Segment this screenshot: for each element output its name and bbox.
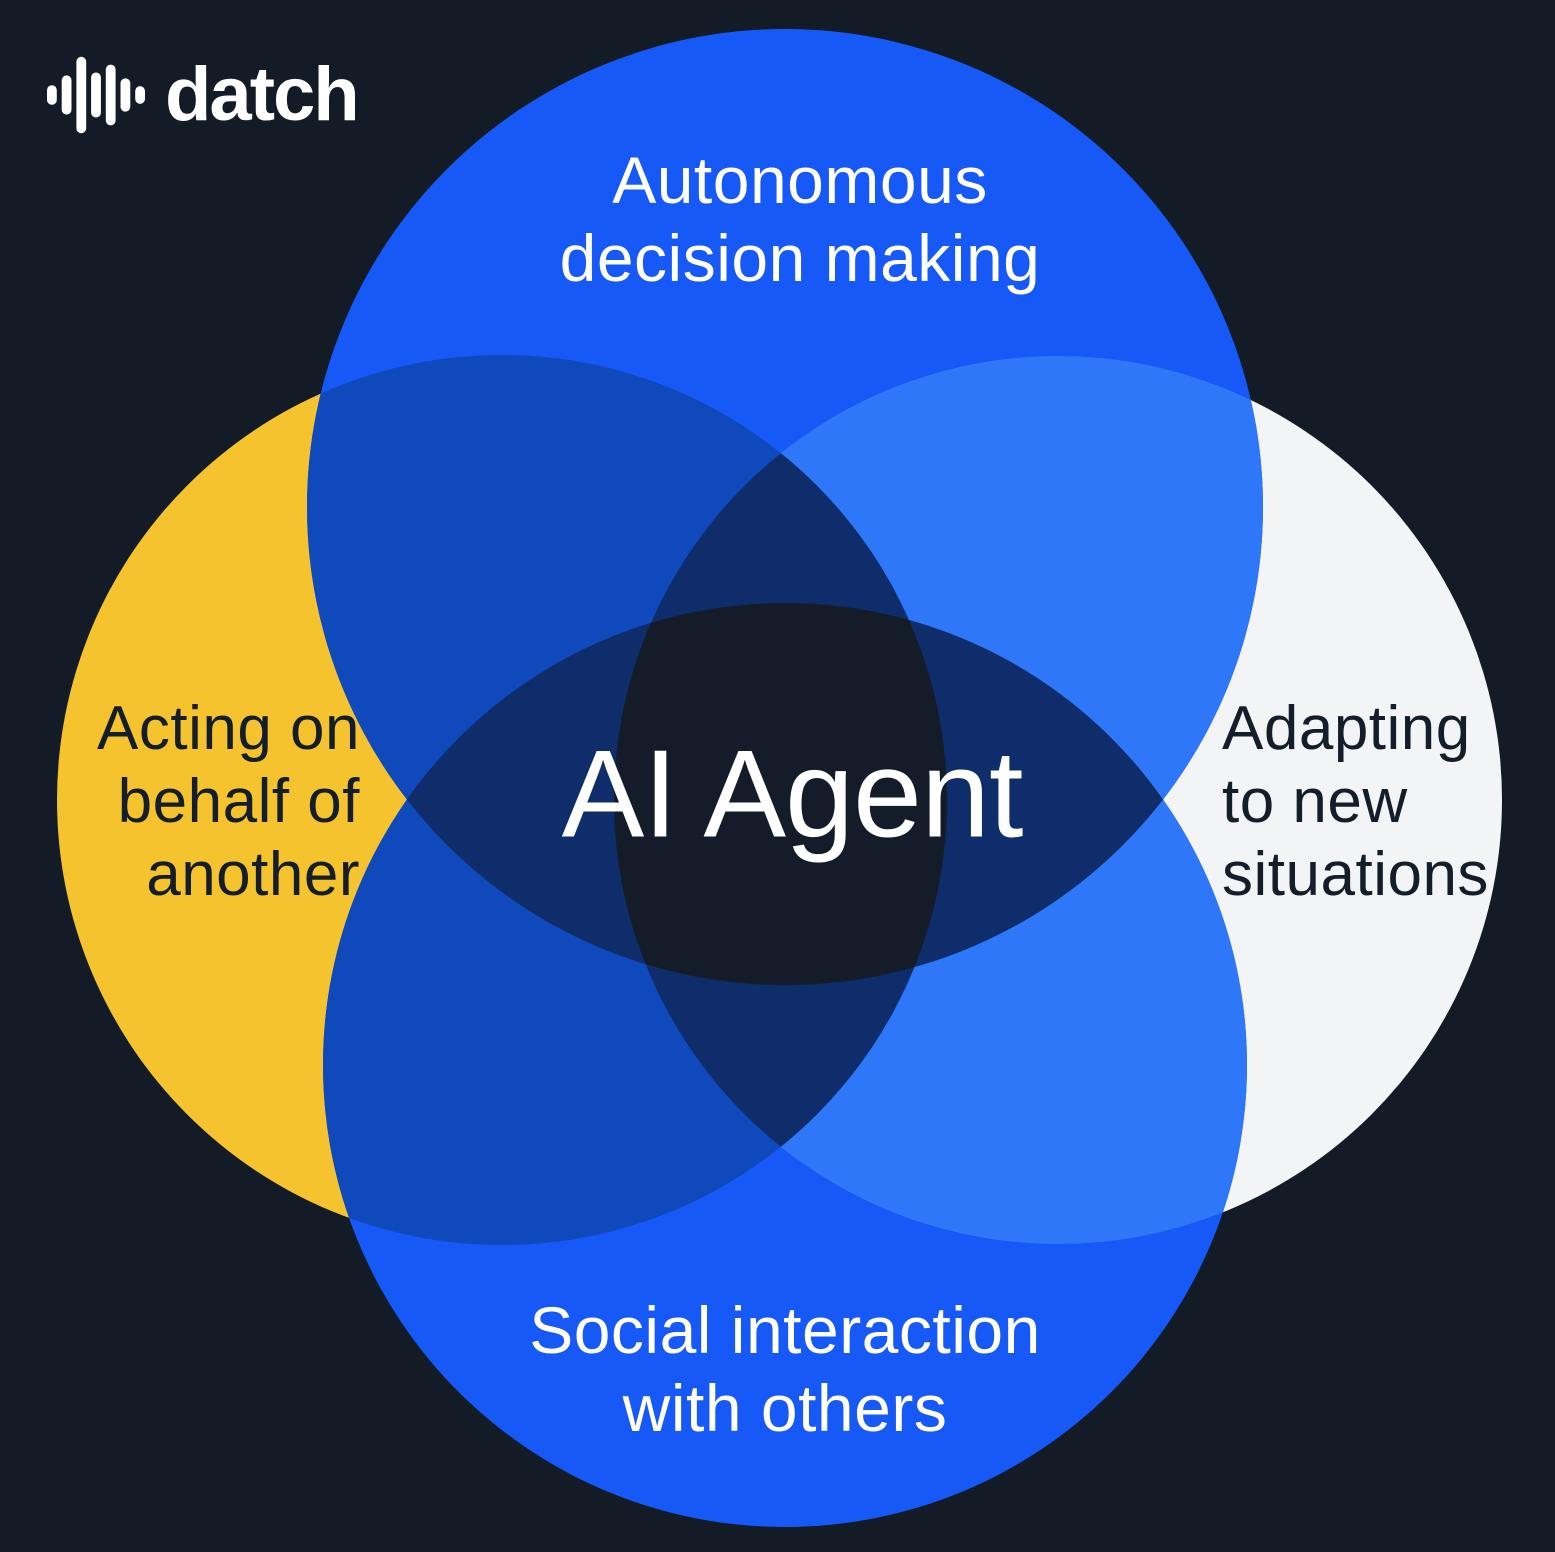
label-autonomous-decision-making: Autonomous decision making: [560, 142, 1041, 298]
label-line: with others: [622, 1370, 948, 1445]
overlap-bottom-yellow-white: [614, 603, 947, 1244]
label-acting-on-behalf-of-another: Acting on behalf of another: [40, 692, 360, 911]
brand-logo-text: datch: [165, 52, 360, 137]
label-line: Acting on: [96, 694, 360, 763]
label-line: Social interaction: [529, 1293, 1041, 1367]
label-line: Adapting: [1222, 694, 1471, 763]
waveform-icon: [47, 56, 145, 134]
overlap-top-bottom-white: [614, 603, 1247, 985]
label-line: to new: [1222, 767, 1408, 837]
label-line: decision making: [559, 220, 1041, 295]
label-social-interaction-with-others: Social interaction with others: [529, 1292, 1041, 1448]
overlap-top-yellow-white: [614, 356, 947, 985]
label-line: situations: [1222, 840, 1489, 910]
label-line: Autonomous: [612, 143, 988, 217]
label-line: another: [146, 840, 360, 910]
brand-logo: datch: [47, 52, 360, 138]
overlap-top-bottom-yellow: [323, 603, 947, 985]
center-label-ai-agent: AI Agent: [561, 725, 1024, 864]
label-line: behalf of: [117, 767, 360, 837]
label-adapting-to-new-situations: Adapting to new situations: [1222, 692, 1542, 911]
